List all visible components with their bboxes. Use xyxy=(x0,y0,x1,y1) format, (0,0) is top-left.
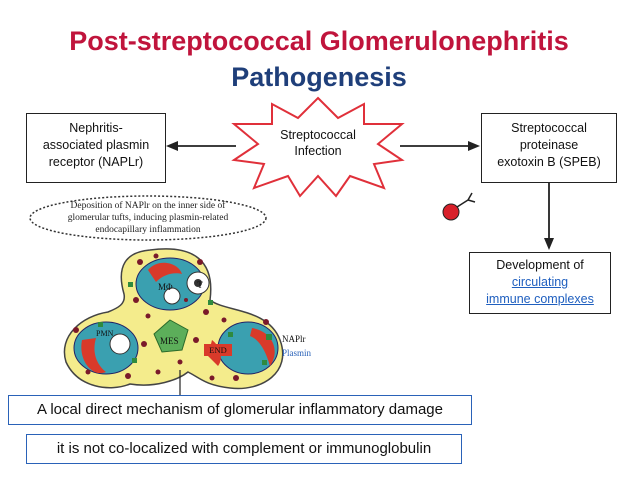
title-line-2: Pathogenesis xyxy=(231,62,407,92)
development-line-1: Development of xyxy=(496,258,584,272)
colocalization-box: it is not co-localized with complement o… xyxy=(26,434,462,464)
speb-line-3: exotoxin B (SPEB) xyxy=(497,155,601,169)
mechanism-box: A local direct mechanism of glomerular i… xyxy=(8,395,472,425)
infection-star-shape xyxy=(231,96,405,198)
immune-complexes-link[interactable]: immune complexes xyxy=(486,292,594,306)
immune-complex-box: Development of circulating immune comple… xyxy=(469,252,611,314)
legend-plasmin: Plasmin xyxy=(282,348,312,358)
figure-caption-line-2: glomerular tufts, inducing plasmin-relat… xyxy=(68,212,229,223)
speb-line-1: Streptococcal xyxy=(511,121,587,135)
naplr-line-3: receptor (NAPLr) xyxy=(48,155,144,169)
speb-box: Streptococcal proteinase exotoxin B (SPE… xyxy=(481,113,617,183)
naplr-line-2: associated plasmin xyxy=(42,138,150,152)
star-line-2: Infection xyxy=(294,144,342,158)
label-end: END xyxy=(209,345,226,355)
label-pmn: PMN xyxy=(96,329,114,338)
label-t-cell: T xyxy=(197,280,203,290)
naplr-box: Nephritis- associated plasmin receptor (… xyxy=(26,113,166,183)
circulating-link[interactable]: circulating xyxy=(511,275,569,289)
label-mes: MES xyxy=(160,336,179,346)
speb-line-2: proteinase xyxy=(519,138,579,152)
arrowhead-to-speb xyxy=(468,141,480,151)
star-line-1: Streptococcal xyxy=(280,128,356,142)
glomerulus-illustration: MΦ T PMN MES END NAPlr Plasmin xyxy=(63,248,312,390)
arrowhead-to-development xyxy=(544,238,554,250)
infection-star-label: Streptococcal Infection xyxy=(262,127,374,159)
title-line-1: Post-streptococcal Glomerulonephritis xyxy=(69,26,569,56)
figure-caption-bubble xyxy=(29,195,267,241)
antibody-icon xyxy=(442,192,476,221)
legend-naplr: NAPlr xyxy=(282,334,306,344)
naplr-line-1: Nephritis- xyxy=(69,121,123,135)
arrowhead-to-naplr xyxy=(166,141,178,151)
label-macrophage: MΦ xyxy=(158,282,173,292)
figure-caption-line-1: Deposition of NAPlr on the inner side of xyxy=(71,200,227,211)
figure-caption-line-3: endocapillary inflammation xyxy=(95,224,201,235)
